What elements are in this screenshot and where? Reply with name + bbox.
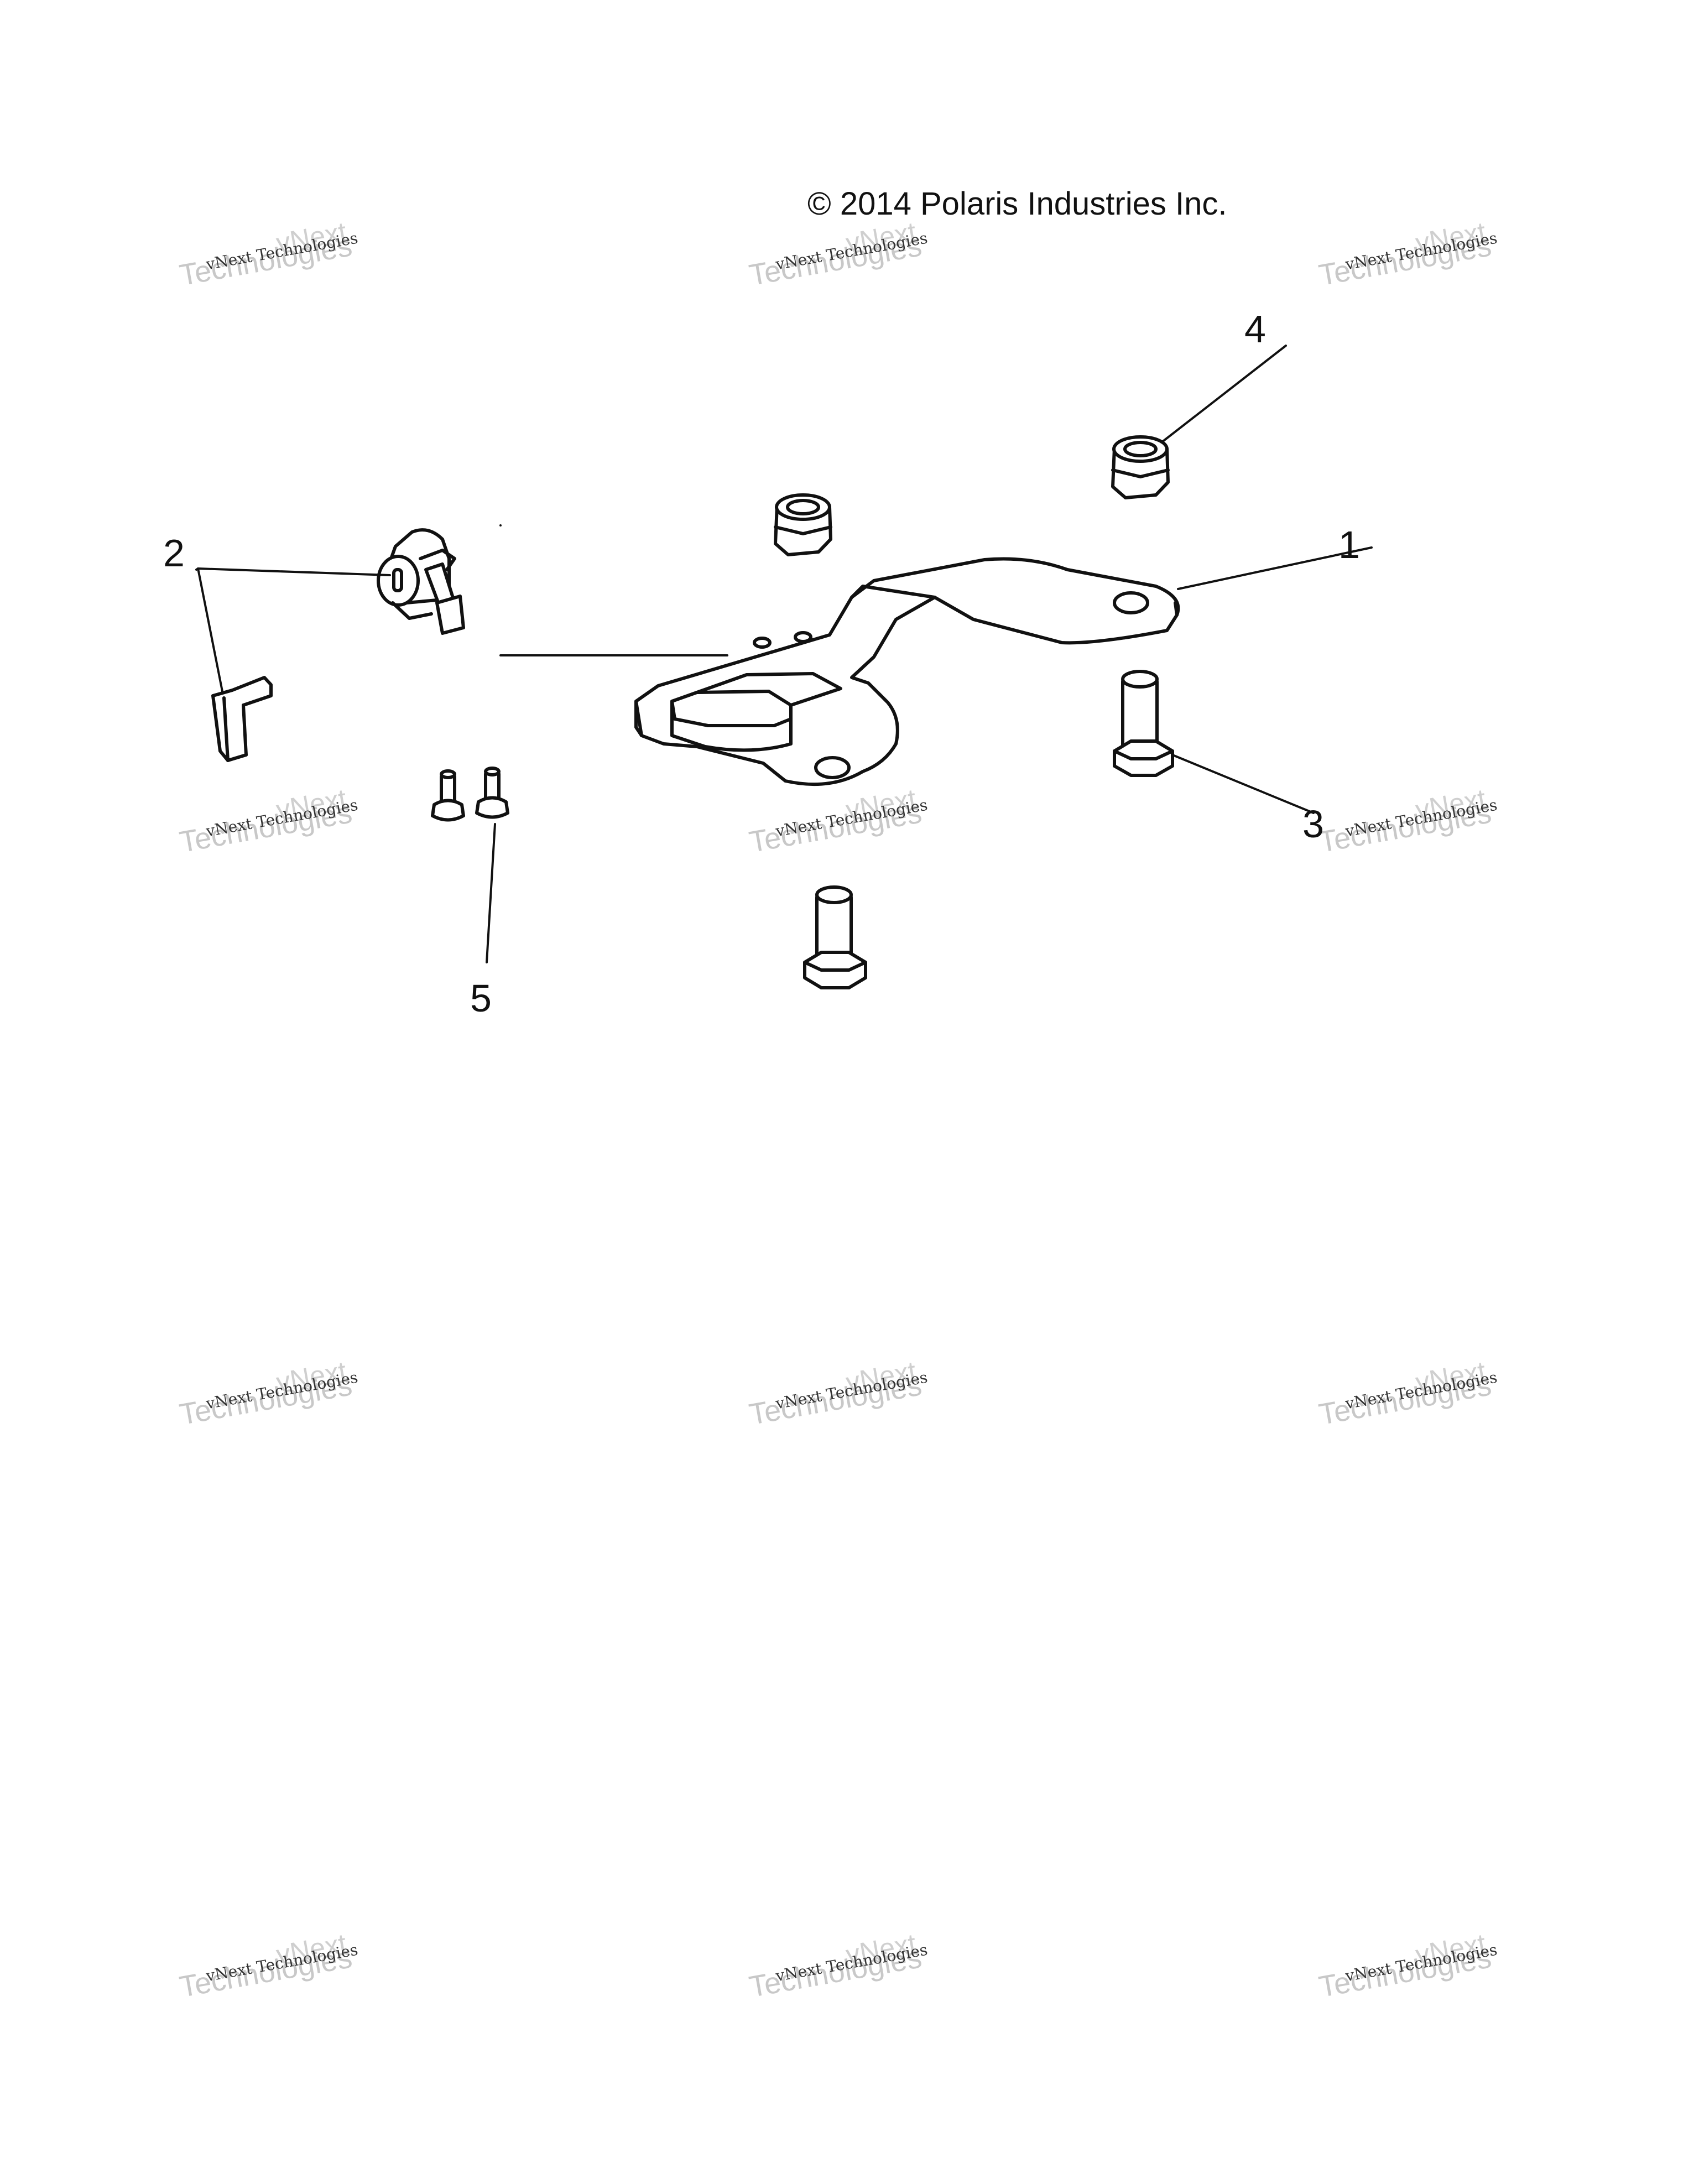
- callout-part-1: 1: [1338, 523, 1360, 566]
- screw: [431, 769, 465, 822]
- key-switch: [377, 528, 465, 635]
- callout-part-4: 4: [1244, 307, 1266, 351]
- lock-nut: [1111, 435, 1170, 499]
- callout-part-2: 2: [163, 531, 185, 575]
- bracket-plate: [634, 557, 1180, 786]
- copyright-notice: © 2014 Polaris Industries Inc.: [807, 186, 1227, 222]
- bracket-hole: [814, 756, 851, 779]
- leader-lines: [195, 345, 1373, 963]
- bracket-hole: [794, 631, 812, 643]
- hex-bolt: [803, 885, 867, 989]
- hex-bolt: [1113, 670, 1174, 777]
- bracket-hole: [1113, 591, 1149, 614]
- callout-part-5: 5: [470, 977, 492, 1020]
- key: [211, 676, 273, 762]
- screw: [475, 767, 509, 819]
- bracket-hole: [753, 637, 772, 649]
- callout-part-3: 3: [1302, 802, 1324, 846]
- lock-nut: [774, 493, 832, 556]
